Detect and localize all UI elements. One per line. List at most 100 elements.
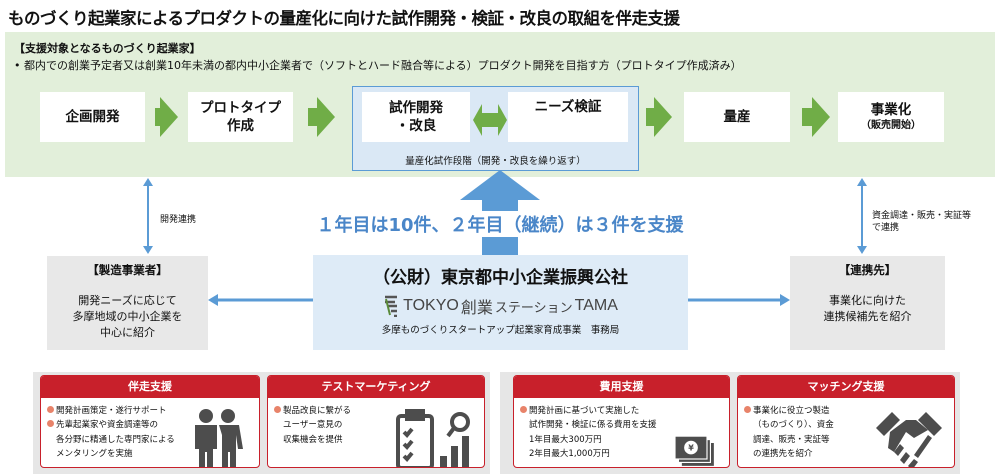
step-planning: 企画開発 bbox=[40, 92, 145, 142]
card-line-text: 1年目最大300万円 bbox=[529, 434, 602, 445]
card-line-text: 収集機会を提供 bbox=[283, 434, 343, 445]
right-link-line: で連携 bbox=[872, 222, 900, 233]
card-line: ユーザー意見の bbox=[274, 418, 484, 432]
card-line-text: 調達、販売・実証等 bbox=[753, 434, 830, 445]
page-title: ものづくり起業家によるプロダクトの量産化に向けた試作開発・検証・改良の取組を伴走… bbox=[8, 9, 680, 28]
card-line: （ものづくり）、資金 bbox=[744, 418, 954, 432]
manufacturer-line: 多摩地域の中小企業を bbox=[72, 309, 183, 323]
arrow-right-icon bbox=[317, 97, 335, 137]
arrow-right-icon bbox=[654, 97, 672, 137]
step-label: 量産 bbox=[723, 108, 751, 125]
bullet-dot-icon bbox=[744, 406, 751, 413]
partner-title: 【連携先】 bbox=[838, 263, 897, 277]
logo-text: ステーション bbox=[494, 300, 573, 316]
step-label: ・改良 bbox=[395, 118, 437, 134]
bullet-dot-icon bbox=[47, 420, 54, 428]
partner-box: 【連携先】 事業化に向けた連携候補先を紹介 bbox=[790, 256, 945, 350]
step-prototype: プロトタイプ作成 bbox=[188, 92, 293, 142]
arrow-left-icon bbox=[208, 294, 314, 306]
logo-text: TAMA bbox=[574, 297, 618, 314]
vertical-double-arrow-icon bbox=[143, 178, 153, 254]
partner-line: 事業化に向けた bbox=[829, 293, 906, 307]
card-body: 事業化に役立つ製造 （ものづくり）、資金調達、販売・実証等の連携先を紹介 bbox=[738, 398, 954, 467]
step-commercialization: 事業化（販売開始） bbox=[838, 92, 944, 142]
card-line: 製品改良に繋がる bbox=[274, 404, 484, 418]
arrow-shaft bbox=[646, 108, 656, 126]
card-line-text: 先輩起業家や資金調達等の bbox=[56, 420, 159, 431]
support-card: マッチング支援 事業化に役立つ製造 （ものづくり）、資金調達、販売・実証等の連携先… bbox=[737, 375, 955, 468]
card-line: メンタリングを実施 bbox=[47, 447, 259, 461]
arrow-right-icon bbox=[812, 97, 830, 137]
card-body: 開発計画策定・遂行サポート先輩起業家や資金調達等の各分野に精通した専門家によるメ… bbox=[41, 398, 259, 467]
card-body: 製品改良に繋がるユーザー意見の収集機会を提供 bbox=[268, 398, 484, 467]
bullet-dot-icon bbox=[47, 406, 54, 413]
step-label: プロトタイプ bbox=[200, 99, 281, 116]
people-icon bbox=[189, 408, 249, 467]
card-line: 調達、販売・実証等 bbox=[744, 433, 954, 447]
tokyo-sogyo-station-tama-logo: TOKYO 創業 ステーション TAMA bbox=[313, 294, 688, 318]
right-link-label: 資金調達・販売・実証等で連携 bbox=[872, 211, 971, 234]
manufacturer-box: 【製造事業者】 開発ニーズに応じて多摩地域の中小企業を中心に紹介 bbox=[47, 256, 208, 350]
arrow-shaft bbox=[802, 108, 814, 126]
support-card: テストマーケティング 製品改良に繋がるユーザー意見の収集機会を提供 bbox=[267, 375, 485, 468]
logo-text: 創業 bbox=[460, 298, 493, 317]
step-label: 事業化 bbox=[870, 102, 912, 119]
handshake-icon bbox=[874, 408, 944, 467]
step-label: 試作開発 bbox=[389, 99, 443, 116]
target-bullet: • 都内での創業予定者又は創業10年未満の都内中小企業者で（ソフトとハード融合等… bbox=[14, 59, 742, 72]
manufacturer-line: 中心に紹介 bbox=[100, 325, 155, 339]
card-line-text: 事業化に役立つ製造 bbox=[753, 406, 830, 416]
organization-box: （公財）東京都中小企業振興公社 TOKYO 創業 ステーション TAMA 多摩も… bbox=[313, 255, 688, 350]
target-heading: 【支援対象となるものづくり起業家】 bbox=[14, 42, 201, 55]
card-line-text: 開発計画策定・遂行サポート bbox=[56, 406, 167, 416]
manufacturer-title: 【製造事業者】 bbox=[87, 263, 168, 277]
support-card: 伴走支援 開発計画策定・遂行サポート先輩起業家や資金調達等の各分野に精通した専門… bbox=[40, 375, 260, 468]
organization-name: （公財）東京都中小企業振興公社 bbox=[373, 268, 628, 288]
bullet-dot-icon bbox=[274, 406, 281, 413]
logo-mark-icon bbox=[385, 295, 398, 317]
card-line: 1年目最大300万円 bbox=[520, 433, 729, 447]
card-line-text: 2年目最大1,000万円 bbox=[529, 449, 610, 460]
step-needs-verification: ニーズ検証 bbox=[508, 92, 628, 142]
bullet-dot-icon bbox=[520, 406, 527, 413]
card-line-text: メンタリングを実施 bbox=[56, 449, 133, 460]
support-card: 費用支援 開発計画に基づいて実施した試作開発・検証に係る費用を支援 1年目最大30… bbox=[513, 375, 730, 468]
svg-text:¥: ¥ bbox=[688, 443, 694, 452]
card-line: 開発計画に基づいて実施した bbox=[520, 404, 729, 418]
card-line: の連携先を紹介 bbox=[744, 447, 954, 461]
step-label: 作成 bbox=[227, 118, 254, 134]
card-title: 費用支援 bbox=[514, 376, 729, 398]
card-line: 開発計画策定・遂行サポート bbox=[47, 404, 259, 418]
partner-line: 連携候補先を紹介 bbox=[823, 309, 912, 323]
card-line-text: 各分野に精通した専門家による bbox=[56, 434, 175, 445]
step-label: 企画開発 bbox=[65, 108, 120, 125]
arrow-right-icon bbox=[160, 97, 178, 137]
office-label: 多摩ものづくりスタートアップ起業家育成事業 事務局 bbox=[381, 325, 620, 336]
card-line-text: （ものづくり）、資金 bbox=[753, 420, 834, 431]
card-title: テストマーケティング bbox=[268, 376, 484, 398]
left-link-label: 開発連携 bbox=[160, 215, 197, 225]
card-line-text: 製品改良に繋がる bbox=[283, 406, 352, 416]
card-line-text: ユーザー意見の bbox=[283, 420, 343, 431]
card-line-text: の連携先を紹介 bbox=[753, 449, 813, 460]
arrow-right-icon bbox=[688, 294, 790, 306]
card-line: 2年目最大1,000万円 bbox=[520, 447, 729, 461]
double-arrow-icon bbox=[473, 104, 507, 136]
card-line-text: 開発計画に基づいて実施した bbox=[529, 406, 640, 416]
card-line: 試作開発・検証に係る費用を支援 bbox=[520, 418, 729, 432]
right-link-line: 資金調達・販売・実証等 bbox=[872, 211, 972, 221]
card-line: 収集機会を提供 bbox=[274, 433, 484, 447]
clipboard-chart-icon bbox=[394, 408, 474, 467]
card-body: 開発計画に基づいて実施した試作開発・検証に係る費用を支援 1年目最大300万円 2年… bbox=[514, 398, 729, 467]
support-count: １年目は10件、２年目（継続）は３件を支援 bbox=[305, 211, 695, 237]
step-mass-production: 量産 bbox=[684, 92, 790, 142]
arrow-shaft bbox=[308, 108, 318, 126]
card-line: 先輩起業家や資金調達等の bbox=[47, 418, 259, 432]
step-trial-development: 試作開発・改良 bbox=[362, 92, 470, 142]
card-title: 伴走支援 bbox=[41, 376, 259, 398]
card-title: マッチング支援 bbox=[738, 376, 954, 398]
yen-bills-icon: ¥ bbox=[669, 435, 721, 467]
card-line: 各分野に精通した専門家による bbox=[47, 433, 259, 447]
phase-label: 量産化試作段階（開発・改良を繰り返す） bbox=[405, 156, 586, 167]
step-sublabel: （販売開始） bbox=[861, 120, 921, 132]
